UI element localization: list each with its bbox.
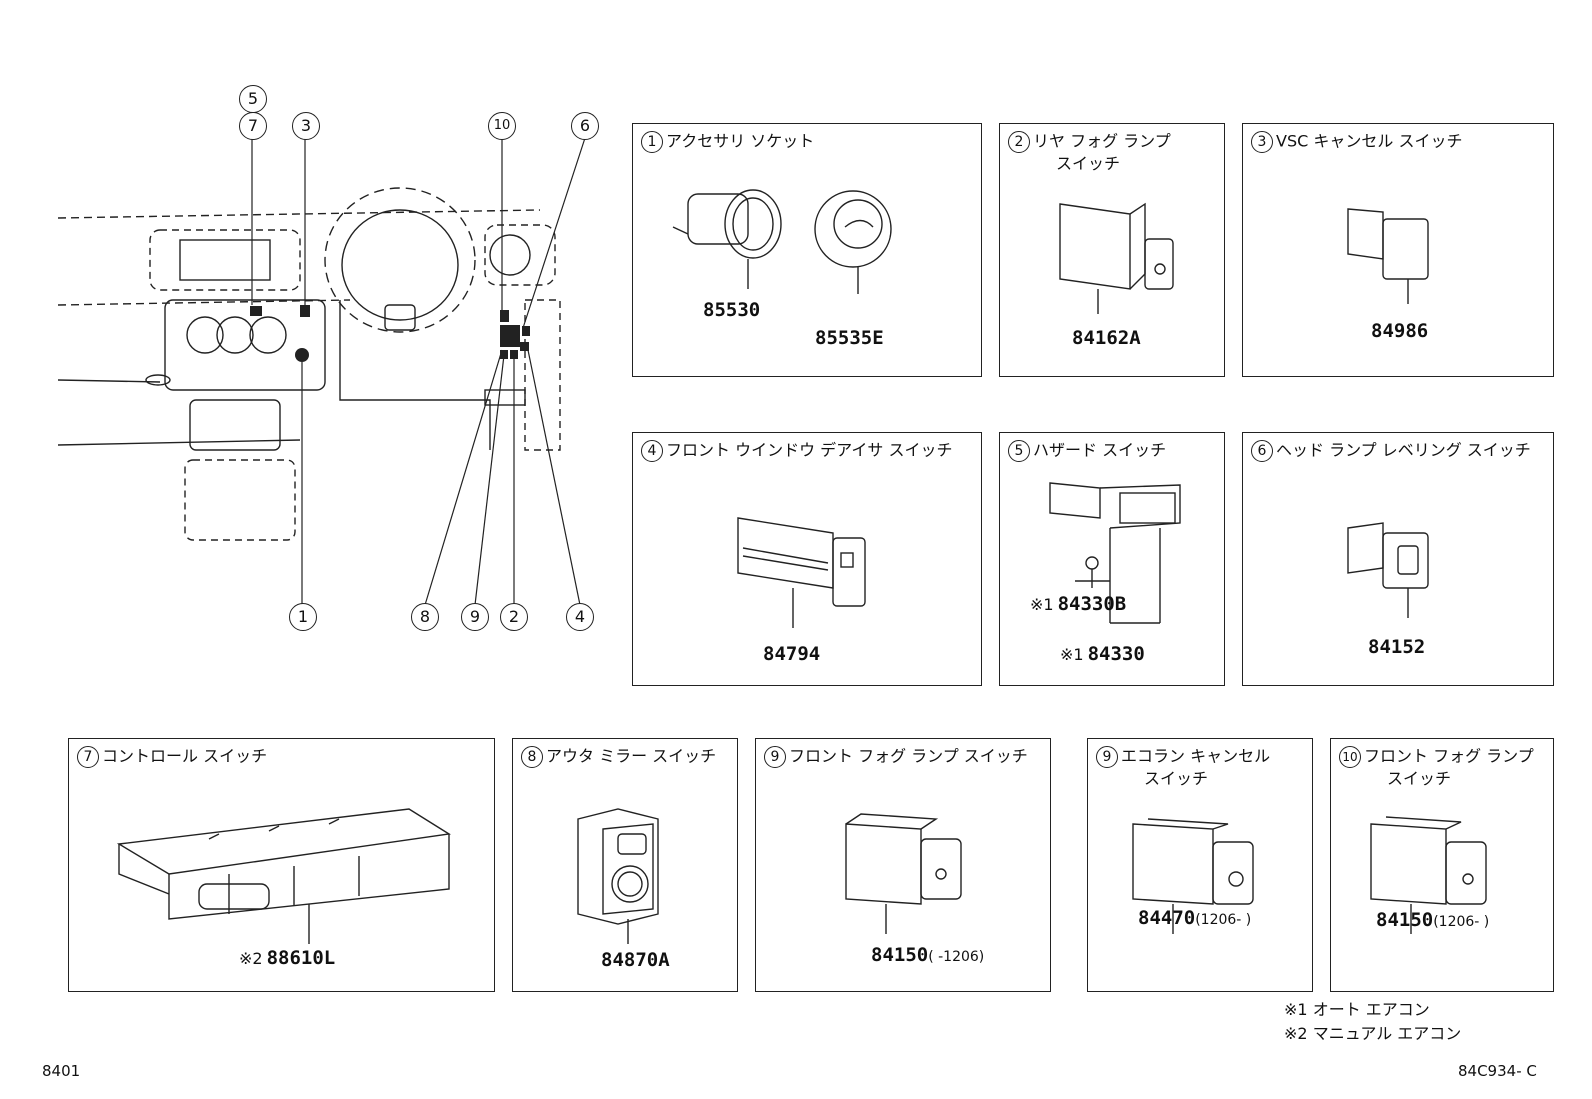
- mirror-switch-drawing: [577, 808, 659, 944]
- leveling-switch-drawing: [1347, 522, 1429, 618]
- callout-2: 2: [500, 603, 528, 631]
- deicer-switch-drawing: [737, 517, 866, 628]
- callout-3: 3: [292, 112, 320, 140]
- part-number-84150-a: 84150( -1206): [871, 944, 985, 966]
- control-switch-drawing: [116, 808, 451, 944]
- callout-9: 9: [461, 603, 489, 631]
- vsc-switch-drawing: [1347, 208, 1429, 304]
- eco-run-switch-drawing: [1132, 818, 1254, 934]
- callout-8: 8: [411, 603, 439, 631]
- part-number-84794: 84794: [763, 643, 821, 665]
- legend: ※1 オート エアコン ※2 マニュアル エアコン: [1284, 998, 1461, 1046]
- callout-6: 6: [571, 112, 599, 140]
- legend-item-2: ※2 マニュアル エアコン: [1284, 1024, 1462, 1043]
- part-number-84162a: 84162A: [1072, 327, 1141, 349]
- part-number-84470: 84470(1206- ): [1138, 907, 1252, 929]
- legend-item-1: ※1 オート エアコン: [1284, 1000, 1430, 1019]
- part-number-84152: 84152: [1368, 636, 1426, 658]
- front-fog-switch-b-drawing: [1370, 816, 1487, 934]
- callout-4: 4: [566, 603, 594, 631]
- accessory-socket-drawing: [672, 189, 892, 294]
- footer-left-code: 8401: [42, 1062, 81, 1080]
- callout-7: 7: [239, 112, 267, 140]
- part-number-84870a: 84870A: [601, 949, 670, 971]
- part-number-85535e: 85535E: [815, 327, 884, 349]
- rear-fog-switch-drawing: [1059, 202, 1174, 314]
- part-number-85530: 85530: [703, 299, 761, 321]
- part-number-84986: 84986: [1371, 320, 1429, 342]
- part-number-84150-b: 84150(1206- ): [1376, 909, 1490, 931]
- callout-5: 5: [239, 85, 267, 113]
- callout-10: 10: [488, 112, 516, 140]
- dashboard-overview-drawing: [57, 137, 586, 606]
- hazard-switch-drawing: [1049, 482, 1181, 624]
- footer-right-code: 84C934- C: [1458, 1062, 1537, 1080]
- callout-1: 1: [289, 603, 317, 631]
- front-fog-switch-a-drawing: [845, 813, 962, 934]
